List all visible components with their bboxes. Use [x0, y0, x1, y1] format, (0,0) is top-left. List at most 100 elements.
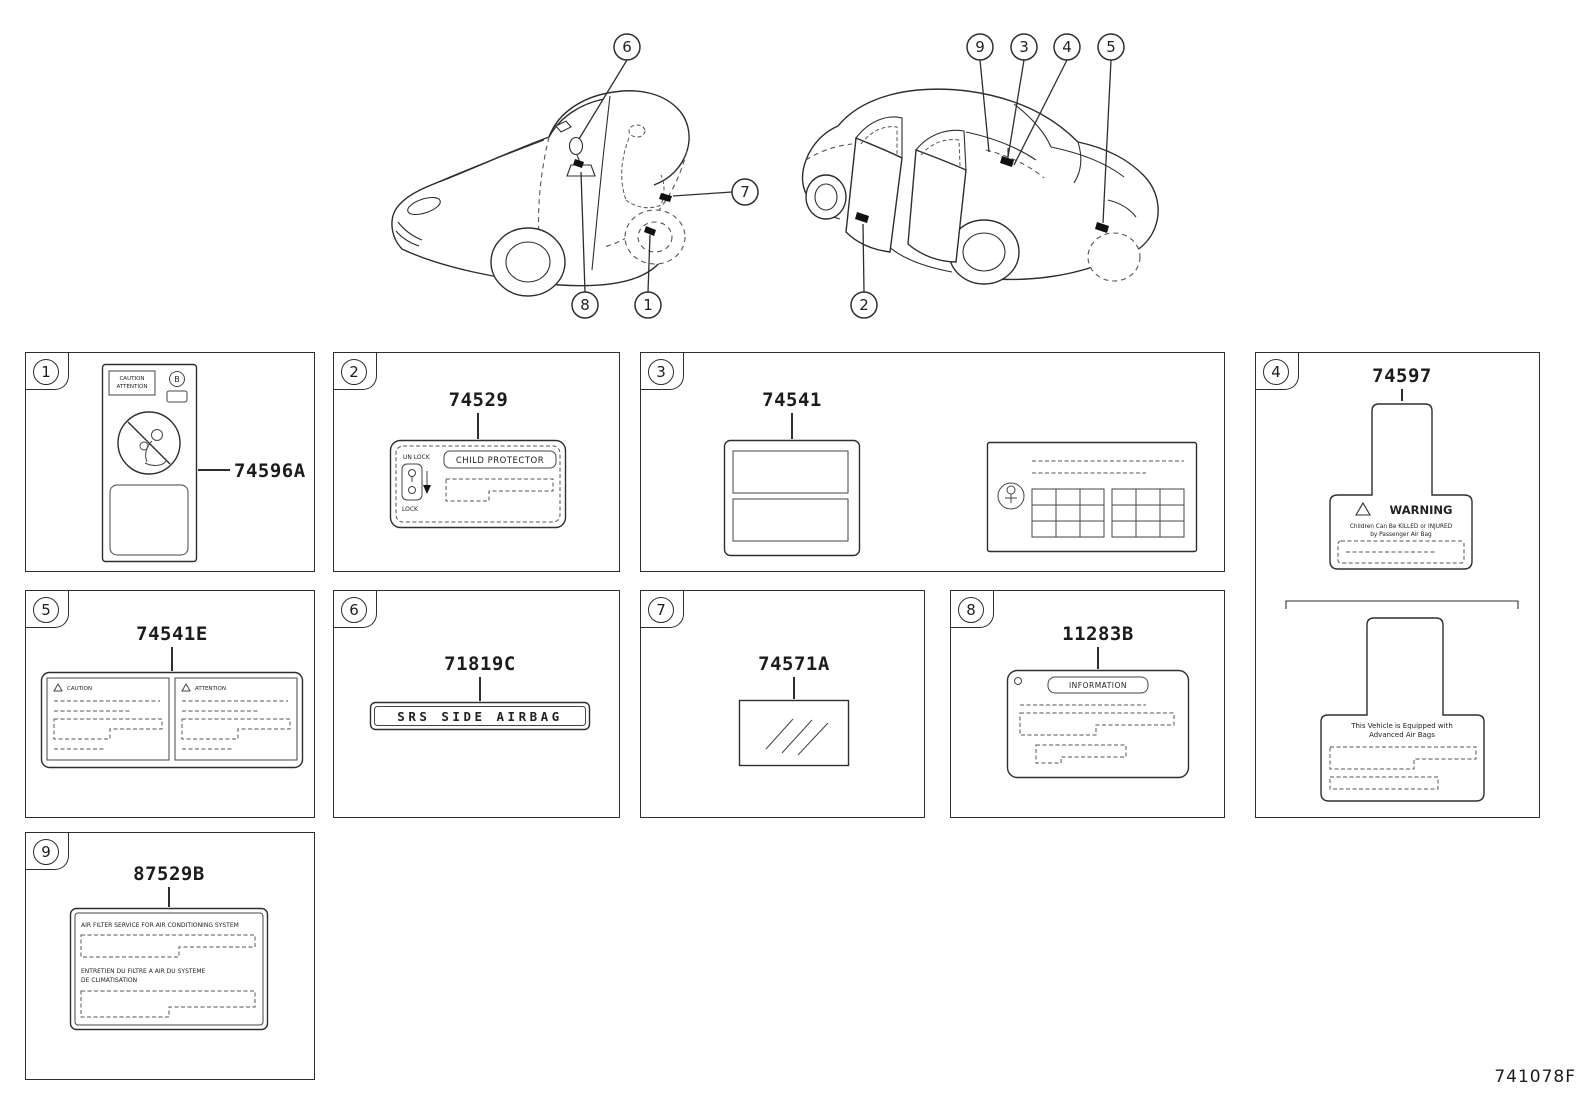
- callout-1-number: 1: [643, 296, 653, 314]
- information-label: INFORMATION: [1006, 669, 1190, 779]
- panel-8: 8 11283B INFORMATION: [950, 590, 1225, 818]
- label-74541E: CAUTION ATTENTION: [40, 671, 304, 769]
- air-filter-line-1: AIR FILTER SERVICE FOR AIR CONDITIONING …: [81, 922, 239, 929]
- callout-2-number: 2: [859, 296, 869, 314]
- lock-text: LOCK: [402, 506, 419, 513]
- panel-6: 6 71819C SRS SIDE AIRBAG: [333, 590, 620, 818]
- label-marker-934: [1000, 156, 1014, 167]
- part-number-74541: 74541: [762, 389, 822, 411]
- person-icon: [997, 482, 1025, 510]
- bracket-line: [1285, 600, 1519, 609]
- leader-line: [791, 413, 793, 439]
- label-74541: [723, 439, 861, 557]
- air-filter-line-3: DE CLIMATISATION: [81, 977, 137, 984]
- panel-8-number-badge: 8: [958, 597, 984, 623]
- label-74596A: CAUTION ATTENTION B: [101, 363, 198, 563]
- grille: [395, 221, 423, 247]
- far-rear-wheel: [1087, 232, 1141, 282]
- panel-9-corner-tab: [25, 832, 69, 870]
- panel-4-corner-tab: [1255, 352, 1299, 390]
- label-74529-child-protector: UN LOCK LOCK CHILD PROTECTOR: [389, 439, 567, 529]
- leader-line: [1097, 647, 1099, 669]
- label-marker-7: [659, 193, 672, 202]
- panel-6-corner-tab: [333, 590, 377, 628]
- callout-leader-lines: [578, 59, 1112, 293]
- srs-side-airbag-text: SRS SIDE AIRBAG: [397, 709, 562, 724]
- air-filter-line-2: ENTRETIEN DU FILTRE A AIR DU SYSTEME: [81, 968, 206, 975]
- leader-line: [1401, 389, 1403, 401]
- side-mirror: [555, 120, 572, 133]
- front-wheel: [805, 174, 847, 220]
- panel-3-corner-tab: [640, 352, 684, 390]
- panel-1: 1 CAUTION ATTENTION B 74596A: [25, 352, 315, 572]
- srs-side-airbag-label: SRS SIDE AIRBAG: [369, 701, 591, 731]
- open-front-door: [845, 116, 903, 253]
- warning-line-2: by Passenger Air Bag: [1370, 532, 1432, 538]
- panel-9-number-badge: 9: [33, 839, 59, 865]
- panel-2-number-badge: 2: [341, 359, 367, 385]
- glass-film-label: [738, 699, 850, 767]
- caution-header: CAUTION: [53, 682, 92, 692]
- warning-triangle-icon: [1355, 501, 1371, 516]
- left-car: [391, 90, 690, 297]
- part-number-11283B: 11283B: [1062, 623, 1134, 645]
- part-number-74529: 74529: [448, 389, 509, 411]
- callout-4-number: 4: [1062, 38, 1072, 56]
- headlight: [407, 196, 441, 216]
- panel-6-number-badge: 6: [341, 597, 367, 623]
- attention-text: ATTENTION: [117, 384, 148, 390]
- callout-7-number: 7: [740, 183, 750, 201]
- callouts: 6 7 8 1 9 3 4: [571, 33, 1125, 319]
- airbag-warning-label: WARNING Children Can Be KILLED or INJURE…: [1329, 403, 1473, 570]
- callout-7: 7: [731, 178, 759, 206]
- shift-lever: [566, 136, 596, 177]
- callout-6: 6: [613, 33, 641, 61]
- panel-2: 2 74529 UN LOCK LOCK CHILD PROTECTOR: [333, 352, 620, 572]
- driver-seat: [621, 124, 665, 209]
- part-number-74596A: 74596A: [234, 460, 306, 482]
- panel-7: 7 74571A: [640, 590, 925, 818]
- panel-7-corner-tab: [640, 590, 684, 628]
- diagram-code: 741078F: [1494, 1067, 1576, 1087]
- callout-6-number: 6: [622, 38, 632, 56]
- part-number-71819C: 71819C: [444, 653, 516, 675]
- rear-wheel: [624, 209, 686, 265]
- pressure-table-right: [1111, 488, 1185, 538]
- pressure-table-left: [1031, 488, 1105, 538]
- callout-3-number: 3: [1019, 38, 1029, 56]
- advanced-airbag-label: This Vehicle is Equipped with Advanced A…: [1320, 617, 1485, 802]
- unlock-text: UN LOCK: [403, 454, 431, 461]
- part-number-74597: 74597: [1372, 365, 1432, 387]
- child-protector-title: CHILD PROTECTOR: [456, 456, 544, 466]
- panel-7-number-badge: 7: [648, 597, 674, 623]
- leader-line: [198, 469, 230, 471]
- lock-switch-icon: [401, 463, 431, 501]
- air-filter-service-label: AIR FILTER SERVICE FOR AIR CONDITIONING …: [69, 907, 269, 1031]
- callout-5: 5: [1097, 33, 1125, 61]
- callout-4: 4: [1053, 33, 1081, 61]
- warning-title: WARNING: [1390, 503, 1453, 517]
- attention-header: ATTENTION: [181, 682, 226, 692]
- caution-text: CAUTION: [119, 376, 144, 382]
- panel-4: 4 74597 WARNING Children Can Be KILLED o…: [1255, 352, 1540, 818]
- callout-9: 9: [966, 33, 994, 61]
- panel-2-corner-tab: [333, 352, 377, 390]
- panel-4-number-badge: 4: [1263, 359, 1289, 385]
- information-text: INFORMATION: [1069, 681, 1127, 690]
- panel-8-corner-tab: [950, 590, 994, 628]
- panel-3: 3 74541: [640, 352, 1225, 572]
- callout-5-number: 5: [1106, 38, 1116, 56]
- panel-1-number-badge: 1: [33, 359, 59, 385]
- vehicle-diagram: 6 7 8 1 9 3 4: [391, 33, 1159, 319]
- leader-line: [479, 677, 481, 701]
- leader-line: [477, 413, 479, 439]
- leader-line: [171, 647, 173, 671]
- label-marker-1: [644, 226, 656, 236]
- label-marker-2: [855, 212, 869, 223]
- callout-9-number: 9: [975, 38, 985, 56]
- panel-1-corner-tab: [25, 352, 69, 390]
- panel-3-number-badge: 3: [648, 359, 674, 385]
- badge-letter: B: [174, 375, 180, 384]
- warning-line-1: Children Can Be KILLED or INJURED: [1350, 524, 1453, 530]
